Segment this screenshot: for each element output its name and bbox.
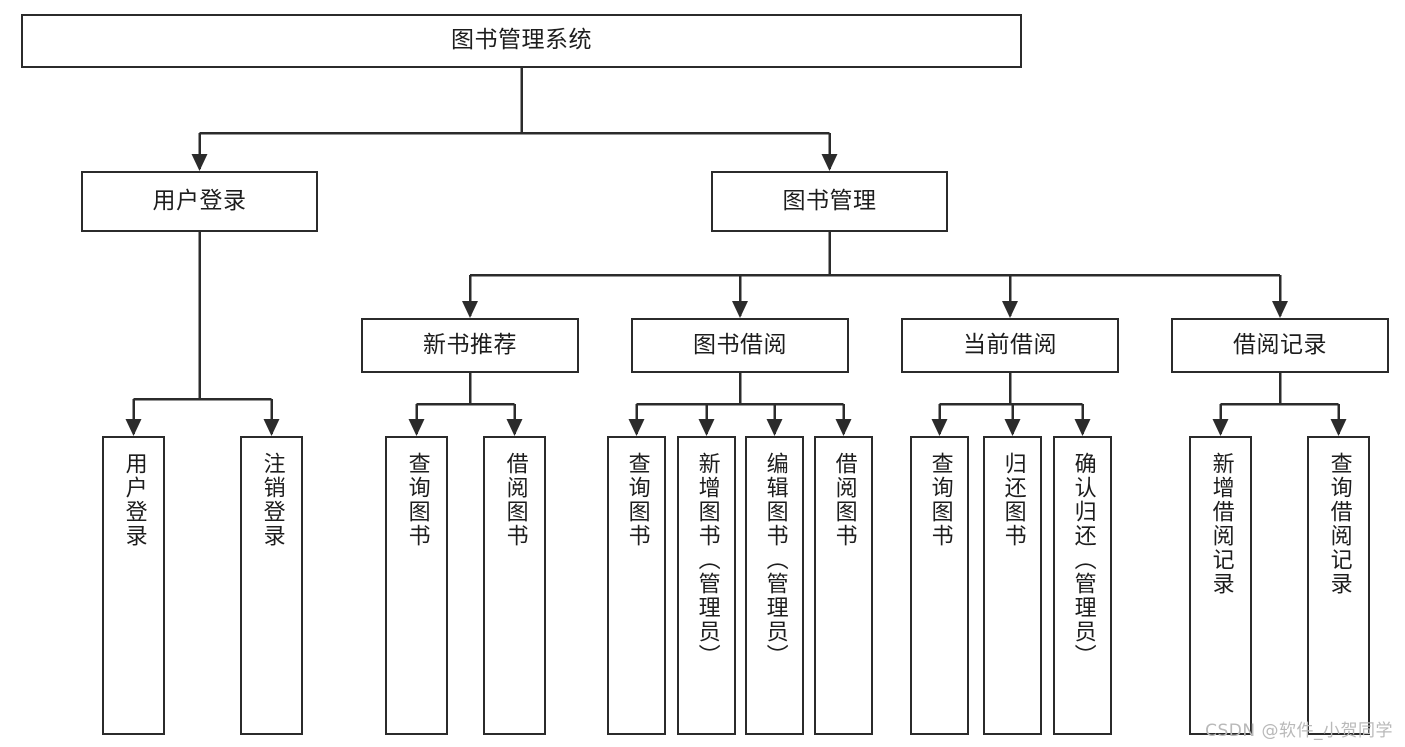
node-label: 图书管理系统 [451, 27, 592, 54]
node-leaf-edit-book[interactable]: 编辑图书（管理员） [745, 436, 804, 735]
csdn-watermark: CSDN @软件_小贺同学 [1205, 721, 1393, 741]
node-leaf-query-book-rec[interactable]: 查询图书 [385, 436, 448, 735]
node-label: 当前借阅 [963, 331, 1057, 358]
node-leaf-query-book-bb[interactable]: 查询图书 [607, 436, 666, 735]
node-label: 用户登录 [121, 452, 147, 548]
node-label: 查询图书 [624, 452, 650, 548]
node-label: 注销登录 [259, 452, 285, 548]
node-new-book-rec[interactable]: 新书推荐 [361, 318, 579, 373]
node-label: 图书借阅 [693, 331, 787, 358]
node-label: 新书推荐 [423, 331, 517, 358]
node-leaf-return-book[interactable]: 归还图书 [983, 436, 1042, 735]
node-label: 新增借阅记录 [1208, 452, 1234, 596]
node-leaf-borrow-book-rec[interactable]: 借阅图书 [483, 436, 546, 735]
node-label: 借阅图书 [831, 452, 857, 548]
node-label: 借阅记录 [1233, 331, 1327, 358]
node-label: 编辑图书（管理员） [762, 452, 788, 668]
node-leaf-query-book-cb[interactable]: 查询图书 [910, 436, 969, 735]
node-label: 借阅图书 [502, 452, 528, 548]
node-current-borrow[interactable]: 当前借阅 [901, 318, 1119, 373]
node-label: 确认归还（管理员） [1070, 452, 1096, 668]
node-book-borrow[interactable]: 图书借阅 [631, 318, 849, 373]
node-label: 归还图书 [1000, 452, 1026, 548]
node-label: 新增图书（管理员） [694, 452, 720, 668]
node-leaf-add-record[interactable]: 新增借阅记录 [1189, 436, 1252, 735]
node-leaf-user-login[interactable]: 用户登录 [102, 436, 165, 735]
node-leaf-query-record[interactable]: 查询借阅记录 [1307, 436, 1370, 735]
node-label: 查询图书 [927, 452, 953, 548]
node-label: 用户登录 [152, 187, 247, 214]
node-leaf-add-book[interactable]: 新增图书（管理员） [677, 436, 736, 735]
node-user-login[interactable]: 用户登录 [81, 171, 318, 232]
node-book-manage[interactable]: 图书管理 [711, 171, 948, 232]
node-borrow-record[interactable]: 借阅记录 [1171, 318, 1389, 373]
node-label: 查询借阅记录 [1326, 452, 1352, 596]
node-leaf-confirm-return[interactable]: 确认归还（管理员） [1053, 436, 1112, 735]
node-root[interactable]: 图书管理系统 [21, 14, 1022, 68]
node-leaf-user-logout[interactable]: 注销登录 [240, 436, 303, 735]
node-label: 查询图书 [404, 452, 430, 548]
node-leaf-borrow-book-bb[interactable]: 借阅图书 [814, 436, 873, 735]
node-label: 图书管理 [782, 187, 877, 214]
